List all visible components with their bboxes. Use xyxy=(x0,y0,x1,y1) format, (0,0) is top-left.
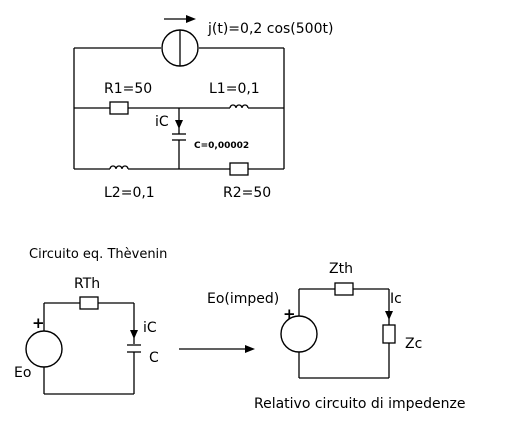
impedance-ic-label: Ic xyxy=(390,291,402,307)
source-label: j(t)=0,2 cos(500t) xyxy=(207,21,333,37)
capacitor-label: C=0,00002 xyxy=(194,141,249,151)
transform-arrow xyxy=(179,345,255,353)
ic-label: iC xyxy=(155,114,169,130)
thevenin-title: Circuito eq. Thèvenin xyxy=(29,247,167,262)
resistor-r2 xyxy=(229,162,249,176)
current-source-j xyxy=(161,29,199,67)
thevenin-ic-label: iC xyxy=(143,320,157,336)
impedance-zth xyxy=(334,282,354,296)
resistor-rth xyxy=(79,296,99,310)
r2-label: R2=50 xyxy=(223,185,271,201)
inductor-l1 xyxy=(229,104,249,109)
impedance-ic-arrow xyxy=(385,311,393,320)
ic-arrow xyxy=(175,120,183,129)
thevenin-ic-arrow xyxy=(130,330,138,339)
l1-label: L1=0,1 xyxy=(209,81,260,97)
thevenin-c-label: C xyxy=(149,350,159,366)
l2-label: L2=0,1 xyxy=(104,185,155,201)
inductor-l2 xyxy=(109,165,129,170)
resistor-r1 xyxy=(109,101,129,115)
bottom-branch xyxy=(74,162,284,176)
zc-label: Zc xyxy=(405,336,422,352)
eo-imped-label: Eo(imped) xyxy=(207,291,279,307)
thevenin-circuit: Circuito eq. Thèvenin + RTh Eo iC C xyxy=(14,247,167,395)
impedance-plus-sign: + xyxy=(283,305,296,323)
capacitor-branch xyxy=(172,108,186,169)
impedance-circuit: Zth Eo(imped) + Ic Zc Relativo circuito … xyxy=(207,261,465,412)
impedance-caption: Relativo circuito di impedenze xyxy=(254,396,465,412)
source-direction-arrow xyxy=(164,15,196,23)
rth-label: RTh xyxy=(74,276,100,292)
impedance-zc xyxy=(382,324,396,344)
r1-label: R1=50 xyxy=(104,81,152,97)
main-circuit: j(t)=0,2 cos(500t) R1=50 L1=0,1 iC C=0,0… xyxy=(73,15,333,201)
eo-label: Eo xyxy=(14,365,31,381)
thevenin-plus-sign: + xyxy=(32,314,45,332)
zth-label: Zth xyxy=(329,261,353,277)
voltage-source-eo xyxy=(25,330,63,368)
